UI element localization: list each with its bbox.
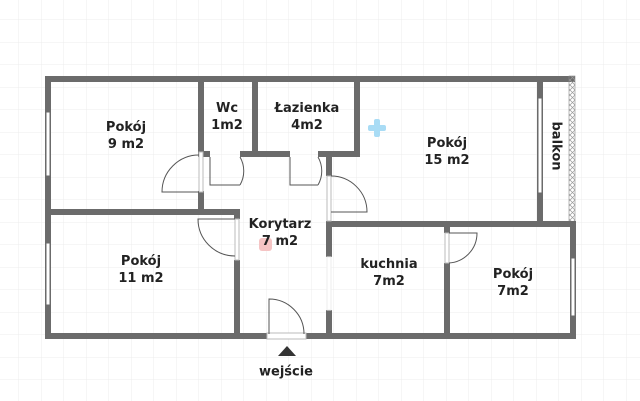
location-marker-plus-icon bbox=[368, 119, 386, 137]
walls bbox=[45, 75, 576, 339]
room-label-lazienka: Łazienka 4m2 bbox=[274, 101, 340, 133]
room-label-kuchnia: kuchnia 7m2 bbox=[360, 257, 418, 289]
location-marker-dot-icon bbox=[259, 238, 272, 251]
balcony-label: balkon bbox=[548, 121, 564, 171]
entrance-arrow-icon bbox=[278, 346, 296, 356]
windows bbox=[45, 97, 576, 317]
room-label-pokoj-15: Pokój 15 m2 bbox=[424, 136, 470, 168]
room-label-pokoj-11: Pokój 11 m2 bbox=[118, 254, 164, 286]
doors bbox=[161, 151, 478, 340]
room-label-wc: Wc 1m2 bbox=[211, 101, 243, 133]
room-label-pokoj-9: Pokój 9 m2 bbox=[105, 120, 147, 152]
entrance-label: wejście bbox=[259, 364, 313, 380]
room-label-pokoj-7: Pokój 7m2 bbox=[492, 267, 534, 299]
room-label-korytarz: Korytarz 7 m2 bbox=[248, 217, 312, 249]
